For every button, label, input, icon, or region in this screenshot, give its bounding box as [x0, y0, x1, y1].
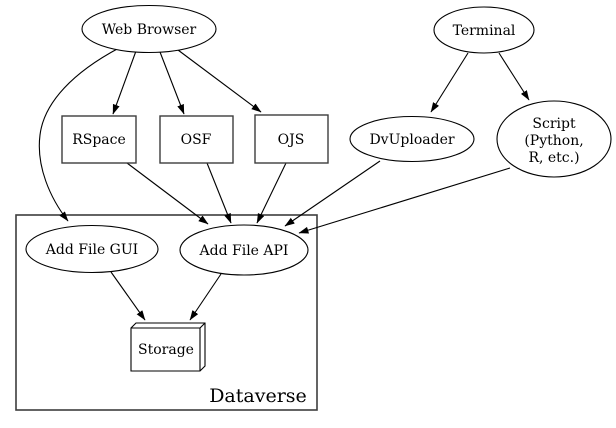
- node-add-file-api: Add File API: [179, 224, 309, 276]
- edge-script-to-add-file-api: [298, 167, 511, 234]
- node-add-file-gui-label: Add File GUI: [45, 242, 138, 258]
- edge-add-file-api-to-storage: [189, 273, 222, 321]
- edge-dvuploader-to-add-file-api: [284, 160, 381, 227]
- node-add-file-gui: Add File GUI: [25, 224, 159, 274]
- node-script-label-line1: Script: [532, 116, 576, 132]
- node-add-file-api-label: Add File API: [199, 243, 289, 259]
- node-ojs: OJS: [254, 114, 329, 164]
- dataverse-cluster-border: [15, 214, 318, 411]
- dataverse-cluster-label: Dataverse: [209, 385, 307, 407]
- edges: [38, 47, 530, 321]
- edge-web-browser-to-osf: [159, 51, 185, 115]
- dataverse-cluster: Dataverse: [15, 214, 318, 411]
- edge-web-browser-to-ojs: [177, 49, 262, 113]
- node-storage-3d-lines: [131, 322, 206, 371]
- node-terminal-shape: [433, 6, 535, 54]
- node-script-shape: [496, 100, 612, 178]
- node-script: Script (Python, R, etc.): [496, 100, 612, 178]
- node-rspace-label: RSpace: [72, 132, 126, 148]
- edge-terminal-to-dvuploader: [430, 52, 469, 113]
- node-dvuploader: DvUploader: [349, 115, 475, 163]
- node-add-file-gui-shape: [25, 224, 159, 274]
- node-dvuploader-label: DvUploader: [369, 132, 454, 148]
- edge-web-browser-to-rspace: [112, 50, 137, 115]
- node-osf-label: OSF: [181, 132, 212, 148]
- node-terminal-label: Terminal: [453, 23, 516, 39]
- node-web-browser-shape: [81, 4, 217, 54]
- node-rspace-shape: [61, 115, 137, 164]
- node-script-label-line3: R, etc.): [528, 150, 579, 166]
- node-ojs-label: OJS: [278, 132, 305, 148]
- node-osf-shape: [159, 115, 234, 164]
- edge-rspace-to-add-file-api: [126, 162, 209, 225]
- node-web-browser-label: Web Browser: [102, 22, 197, 38]
- edge-ojs-to-add-file-api: [256, 162, 287, 224]
- node-web-browser: Web Browser: [81, 4, 217, 54]
- node-storage: Storage: [130, 322, 206, 372]
- node-storage-label: Storage: [138, 342, 194, 358]
- node-dvuploader-shape: [349, 115, 475, 163]
- node-osf: OSF: [159, 115, 234, 164]
- edge-osf-to-add-file-api: [206, 162, 232, 224]
- node-script-label-line2: (Python,: [524, 133, 583, 149]
- node-add-file-api-shape: [179, 224, 309, 276]
- node-terminal: Terminal: [433, 6, 535, 54]
- edge-terminal-to-script: [498, 52, 530, 101]
- edge-add-file-gui-to-storage: [110, 271, 146, 321]
- edge-web-browser-to-add-file-gui: [38, 47, 120, 222]
- node-rspace: RSpace: [61, 115, 137, 164]
- node-ojs-shape: [254, 114, 329, 164]
